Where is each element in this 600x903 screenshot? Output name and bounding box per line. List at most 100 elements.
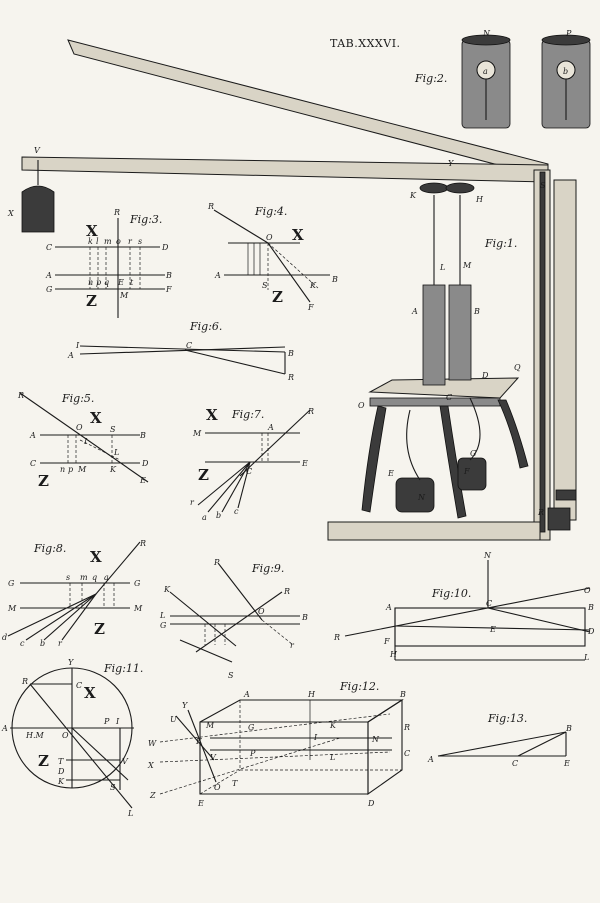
ray-c	[25, 593, 97, 641]
label: O	[266, 233, 273, 242]
fig7-labels: Fig:7. X Z R M A C E r a b c	[190, 406, 314, 522]
label: C	[76, 681, 82, 690]
label: S	[110, 783, 116, 792]
label: C	[404, 749, 410, 758]
label: l	[96, 237, 99, 246]
label: X	[147, 761, 154, 770]
label: A	[45, 271, 52, 280]
label: d	[2, 633, 7, 642]
ray-k	[169, 591, 237, 647]
label: p	[68, 465, 73, 474]
label: r	[128, 237, 133, 246]
label: B	[473, 307, 480, 316]
label: H	[389, 650, 398, 659]
ray-rr	[261, 619, 293, 645]
hyp-ab	[437, 731, 567, 757]
fig1-caption: Fig:1.	[484, 237, 517, 250]
label: P	[213, 558, 220, 567]
label: N	[482, 29, 491, 38]
label: G	[8, 579, 15, 588]
label: A	[214, 271, 221, 280]
ray-ro	[213, 209, 269, 244]
ray-u	[175, 715, 215, 761]
plate-title: TAB.XXXVI.	[330, 37, 401, 50]
label: H	[475, 195, 484, 204]
label: c	[20, 639, 25, 648]
label: K	[329, 721, 337, 730]
label: R	[403, 723, 410, 732]
fig10-caption: Fig:10.	[431, 587, 471, 600]
label: O	[584, 586, 591, 595]
label: k	[88, 237, 93, 246]
line-s	[179, 639, 233, 663]
fig4-labels: Fig:4. X Z R O A B S K F	[207, 202, 338, 312]
label: p	[96, 278, 101, 287]
ray-ro	[344, 587, 591, 637]
label: C	[446, 393, 452, 402]
label: A	[411, 307, 418, 316]
label: V	[34, 146, 41, 155]
label: T	[58, 757, 64, 766]
label: D	[481, 371, 489, 380]
fig10-diagram	[344, 560, 591, 661]
label: K	[57, 777, 65, 786]
region-z: Z	[272, 288, 283, 306]
label: C	[246, 467, 252, 476]
label: G	[134, 579, 141, 588]
fig12-diagram	[159, 698, 404, 796]
label: M	[462, 261, 472, 270]
fig5-labels: Fig:5. X Z R A B C D E K M L S O I n p	[17, 391, 149, 490]
ray-r2	[61, 593, 97, 641]
fig7-caption: Fig:7.	[231, 408, 264, 421]
ray-c	[237, 461, 251, 509]
fig2-caption: Fig:2.	[414, 72, 447, 85]
label: P	[565, 29, 572, 38]
label: a	[483, 67, 488, 76]
label: E	[139, 476, 146, 485]
label: L	[329, 753, 335, 762]
fig13-diagram	[437, 731, 567, 757]
ray-rl	[29, 683, 133, 809]
label: R	[21, 677, 28, 686]
prism-side	[367, 698, 403, 796]
fig9-caption: Fig:9.	[251, 562, 284, 575]
label: c	[234, 507, 239, 516]
hanging-weight	[21, 185, 55, 233]
label: S	[540, 181, 546, 190]
label: D	[367, 799, 375, 808]
fig11-labels: Fig:11. X Z Y R C A H.M O P I T D K S L …	[1, 658, 143, 818]
label: H.M	[25, 731, 45, 740]
label: R	[283, 587, 290, 596]
label: B	[587, 603, 594, 612]
label: A	[243, 690, 250, 699]
hidden-edge-3	[199, 769, 241, 795]
label: b	[563, 67, 568, 76]
label: Z	[149, 791, 156, 800]
fig1-apparatus	[21, 39, 577, 541]
label: B	[331, 275, 338, 284]
label: C	[486, 599, 492, 608]
line-ab	[79, 345, 286, 353]
clamp-top	[555, 489, 577, 501]
label: L	[583, 653, 589, 662]
label: P	[249, 749, 256, 758]
fig1-labels: Fig:1. V X S K H L M A B D Q O C E G N F…	[7, 146, 546, 517]
label: b	[216, 511, 221, 520]
label: N	[483, 551, 492, 560]
fig11-caption: Fig:11.	[103, 662, 143, 675]
pot-n	[395, 477, 435, 513]
prism-front	[199, 721, 369, 795]
label: H	[307, 690, 316, 699]
fig6-diagram	[79, 345, 286, 375]
fig12-caption: Fig:12.	[339, 680, 379, 693]
label: r	[58, 639, 63, 648]
label: t	[130, 278, 134, 287]
fig3-diagram	[55, 218, 165, 318]
label: O	[76, 423, 83, 432]
ray-cd	[487, 607, 591, 633]
label: N	[417, 493, 426, 502]
fig4-diagram	[213, 209, 330, 303]
label: n	[60, 465, 65, 474]
knob-h	[445, 182, 475, 194]
